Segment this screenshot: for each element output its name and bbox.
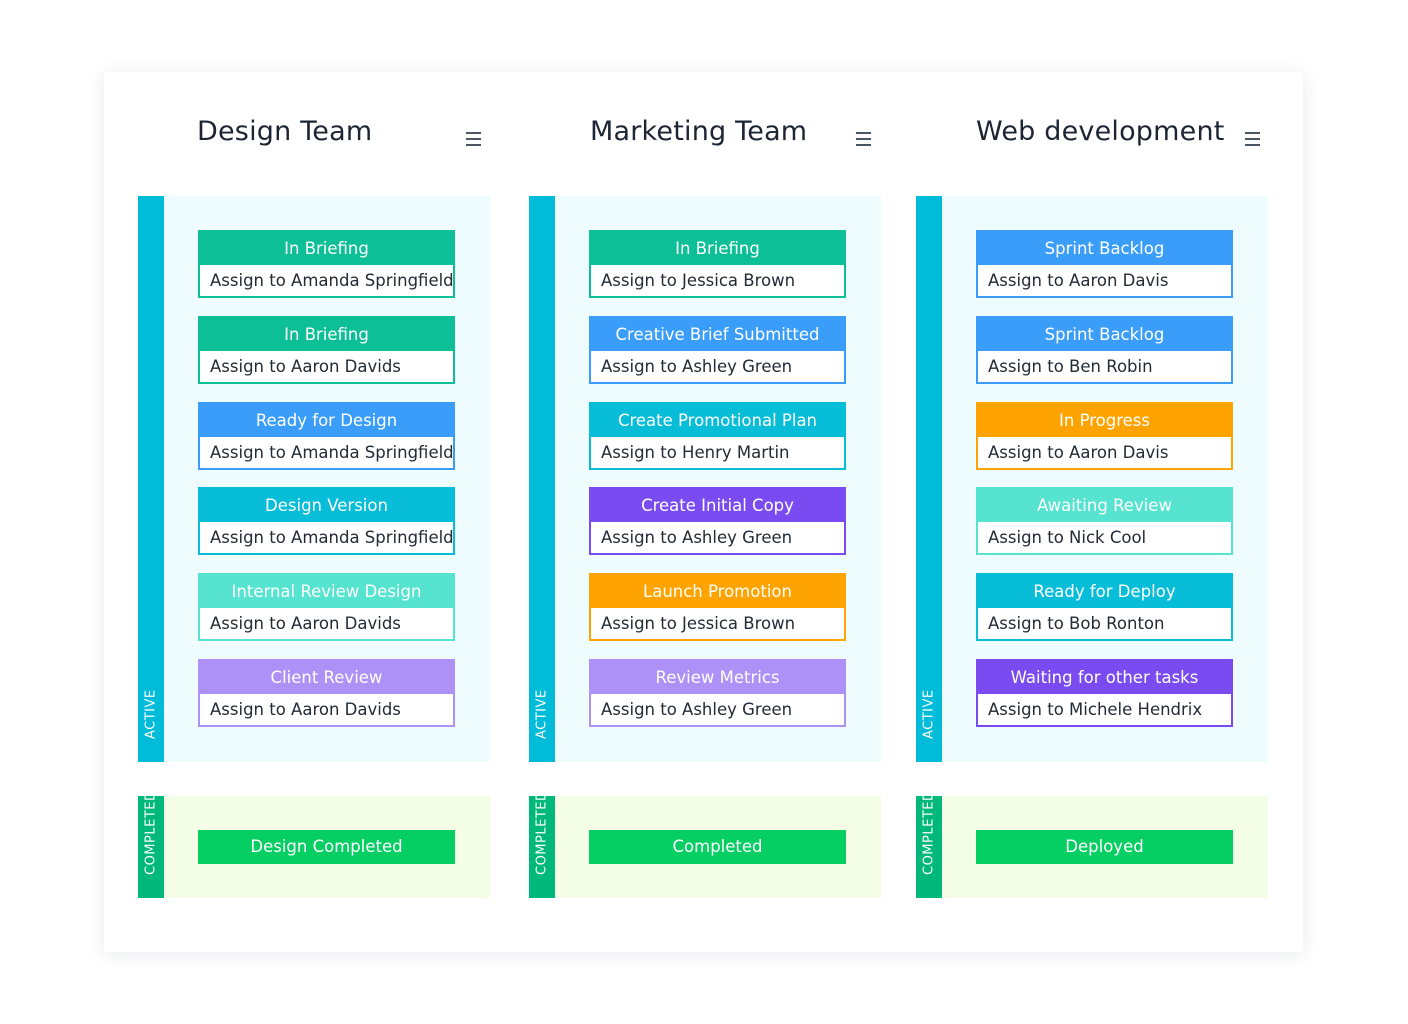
task-card-assignee: Assign to Michele Hendrix: [978, 694, 1231, 725]
completed-lane-label: COMPLETED: [921, 790, 937, 876]
task-card-status: Waiting for other tasks: [978, 661, 1231, 694]
completed-lane-bar: COMPLETED: [916, 791, 942, 898]
task-card-status: In Progress: [978, 403, 1231, 437]
completed-lane: COMPLETED Completed: [529, 791, 881, 898]
active-lane-label: ACTIVE: [143, 689, 159, 739]
task-card-assignee: Assign to Aaron Davids: [200, 694, 453, 725]
hamburger-menu-icon[interactable]: [856, 132, 871, 146]
active-lane-label: ACTIVE: [921, 689, 937, 739]
hamburger-menu-icon[interactable]: [1245, 132, 1260, 146]
active-lane-label: ACTIVE: [534, 689, 550, 739]
completed-card[interactable]: Deployed: [976, 830, 1233, 864]
task-card-status: Launch Promotion: [591, 575, 844, 609]
task-card-assignee: Assign to Amanda Springfield: [200, 265, 454, 296]
task-card-status: Internal Review Design: [200, 575, 453, 609]
task-card-assignee: Assign to Aaron Davids: [200, 350, 453, 382]
active-lane-bar: ACTIVE: [916, 196, 942, 762]
completed-lane-bar: COMPLETED: [138, 791, 164, 898]
column-title: Web development: [976, 116, 1225, 147]
task-card-status: Review Metrics: [591, 661, 844, 694]
active-lane-bar: ACTIVE: [529, 196, 555, 762]
task-card-status: Create Promotional Plan: [591, 403, 844, 437]
task-card-assignee: Assign to Jessica Brown: [591, 265, 844, 296]
task-card-status: In Briefing: [200, 232, 453, 265]
task-card-assignee: Assign to Ben Robin: [978, 350, 1231, 382]
task-card-status: Create Initial Copy: [591, 489, 844, 523]
task-card-assignee: Assign to Aaron Davids: [200, 608, 453, 640]
task-card-assignee: Assign to Aaron Davis: [978, 265, 1231, 296]
completed-card[interactable]: Completed: [589, 830, 846, 864]
completed-lane: COMPLETED Design Completed: [138, 791, 490, 898]
task-card-status: Client Review: [200, 661, 453, 694]
task-card-status: Creative Brief Submitted: [591, 317, 844, 351]
task-card-assignee: Assign to Ashley Green: [591, 694, 844, 725]
task-card-assignee: Assign to Amanda Springfield: [200, 436, 454, 468]
task-card-status: Ready for Design: [200, 403, 453, 437]
task-card-status: Sprint Backlog: [978, 317, 1231, 351]
task-card-status: Ready for Deploy: [978, 575, 1231, 609]
task-card-assignee: Assign to Henry Martin: [591, 436, 844, 468]
column-title: Design Team: [197, 116, 373, 147]
task-card-assignee: Assign to Amanda Springfield: [200, 522, 454, 554]
task-card-status: Design Version: [200, 489, 453, 523]
task-card-assignee: Assign to Bob Ronton: [978, 608, 1231, 640]
completed-lane-bar: COMPLETED: [529, 791, 555, 898]
column-title: Marketing Team: [590, 116, 808, 147]
task-card-assignee: Assign to Jessica Brown: [591, 608, 844, 640]
task-card-status: Awaiting Review: [978, 489, 1231, 523]
task-card-assignee: Assign to Nick Cool: [978, 522, 1231, 554]
completed-lane-label: COMPLETED: [143, 790, 159, 876]
completed-lane: COMPLETED Deployed: [916, 791, 1268, 898]
task-card-status: In Briefing: [591, 232, 844, 265]
completed-lane-label: COMPLETED: [534, 790, 550, 876]
task-card-assignee: Assign to Aaron Davis: [978, 436, 1231, 468]
hamburger-menu-icon[interactable]: [466, 132, 481, 146]
task-card-status: In Briefing: [200, 317, 453, 351]
task-card-assignee: Assign to Ashley Green: [591, 522, 844, 554]
active-lane-bar: ACTIVE: [138, 196, 164, 762]
completed-card[interactable]: Design Completed: [198, 830, 455, 864]
task-card-assignee: Assign to Ashley Green: [591, 350, 844, 382]
task-card-status: Sprint Backlog: [978, 232, 1231, 265]
